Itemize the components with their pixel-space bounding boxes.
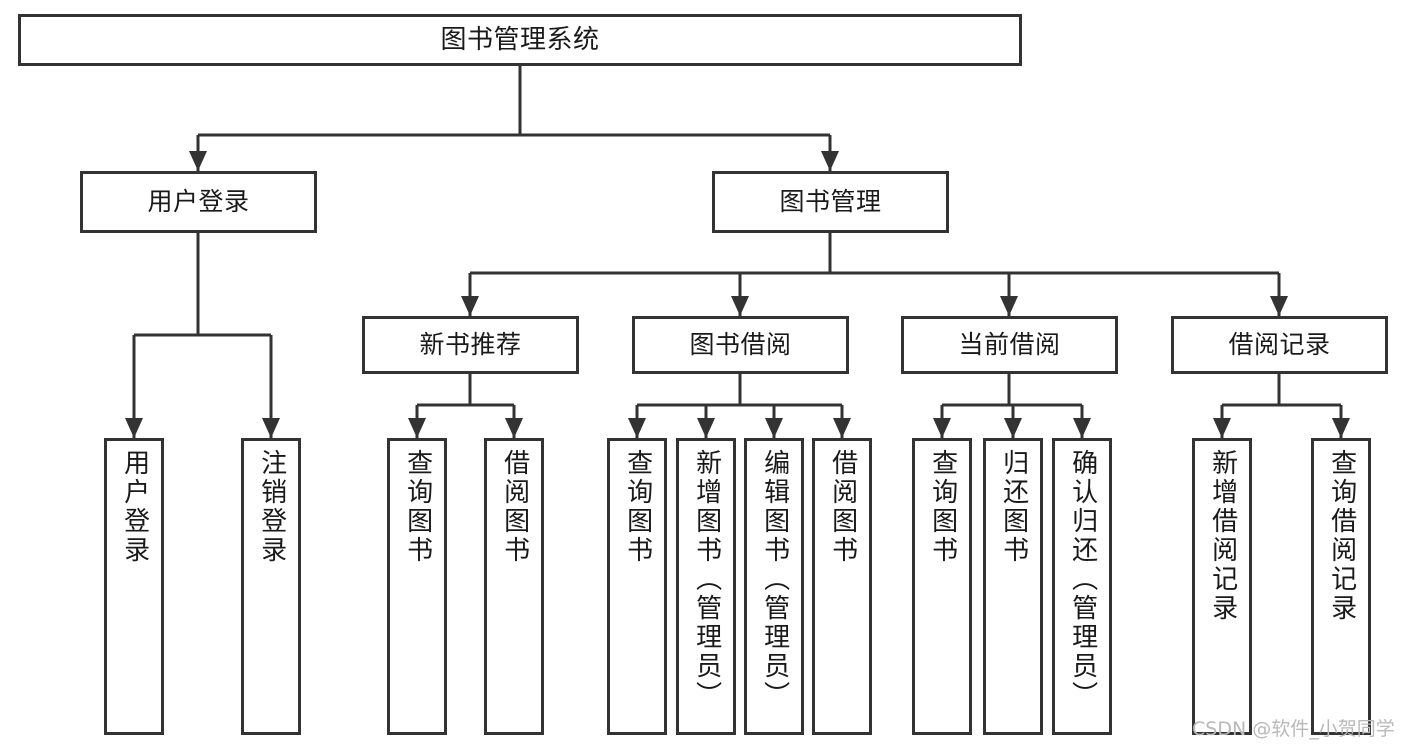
- user-login-to-leaves-arrowhead: [262, 418, 280, 438]
- borrow-to-leaves-arrowhead: [697, 418, 715, 438]
- root-to-level1-arrowhead: [189, 151, 207, 171]
- node-label: 编辑图书（管理员）: [759, 449, 790, 710]
- node-leaf-add-record[interactable]: 新增借阅记录: [1192, 438, 1252, 735]
- node-label: 图书借阅: [689, 330, 792, 360]
- node-leaf-user-login[interactable]: 用户登录: [104, 438, 164, 735]
- node-label: 查询图书: [622, 449, 653, 565]
- node-label: 确认归还（管理员）: [1067, 449, 1098, 710]
- node-label: 查询图书: [402, 449, 433, 565]
- node-label: 图书管理系统: [440, 24, 600, 55]
- node-book-mgmt[interactable]: 图书管理: [712, 171, 949, 233]
- root-to-level1-arrowhead: [821, 151, 839, 171]
- node-book-borrow[interactable]: 图书借阅: [632, 316, 849, 374]
- node-label: 注销登录: [256, 449, 287, 565]
- node-current-loan[interactable]: 当前借阅: [901, 316, 1118, 374]
- current-to-leaves-arrowhead: [1004, 418, 1022, 438]
- node-leaf-query-book-1[interactable]: 查询图书: [387, 438, 447, 735]
- book-mgmt-to-level2-arrowhead: [461, 296, 479, 316]
- node-leaf-user-logout[interactable]: 注销登录: [241, 438, 301, 735]
- node-leaf-borrow-book-2[interactable]: 借阅图书: [812, 438, 872, 735]
- node-label: 新书推荐: [419, 330, 522, 360]
- node-label: 当前借阅: [958, 330, 1061, 360]
- node-label: 查询借阅记录: [1326, 449, 1357, 623]
- book-mgmt-to-level2-arrowhead: [1270, 296, 1288, 316]
- node-leaf-confirm-return[interactable]: 确认归还（管理员）: [1052, 438, 1112, 735]
- newbook-to-leaves-arrowhead: [505, 418, 523, 438]
- book-mgmt-to-level2-arrowhead: [731, 296, 749, 316]
- node-label: 新增借阅记录: [1207, 449, 1238, 623]
- node-leaf-edit-book[interactable]: 编辑图书（管理员）: [744, 438, 804, 735]
- node-label: 用户登录: [147, 187, 250, 217]
- book-mgmt-to-level2-arrowhead: [1000, 296, 1018, 316]
- node-user-login[interactable]: 用户登录: [80, 171, 317, 233]
- node-leaf-borrow-book-1[interactable]: 借阅图书: [484, 438, 544, 735]
- node-root[interactable]: 图书管理系统: [18, 14, 1022, 66]
- current-to-leaves-arrowhead: [933, 418, 951, 438]
- node-label: 借阅图书: [827, 449, 858, 565]
- current-to-leaves-arrowhead: [1073, 418, 1091, 438]
- borrow-to-leaves-arrowhead: [628, 418, 646, 438]
- node-label: 图书管理: [779, 187, 882, 217]
- node-label: 归还图书: [998, 449, 1029, 565]
- borrow-to-leaves-arrowhead: [765, 418, 783, 438]
- node-leaf-query-record[interactable]: 查询借阅记录: [1311, 438, 1371, 735]
- record-to-leaves-arrowhead: [1332, 418, 1350, 438]
- newbook-to-leaves-arrowhead: [408, 418, 426, 438]
- user-login-to-leaves-arrowhead: [125, 418, 143, 438]
- node-loan-record[interactable]: 借阅记录: [1171, 316, 1388, 374]
- csdn-watermark: CSDN @软件_小贺同学: [1192, 718, 1395, 740]
- node-leaf-query-book-2[interactable]: 查询图书: [607, 438, 667, 735]
- node-label: 用户登录: [119, 449, 150, 565]
- node-new-book-rec[interactable]: 新书推荐: [362, 316, 579, 374]
- node-label: 借阅图书: [499, 449, 530, 565]
- node-label: 新增图书（管理员）: [691, 449, 722, 710]
- record-to-leaves-arrowhead: [1213, 418, 1231, 438]
- node-leaf-add-book[interactable]: 新增图书（管理员）: [676, 438, 736, 735]
- node-leaf-query-book-3[interactable]: 查询图书: [912, 438, 972, 735]
- node-label: 查询图书: [927, 449, 958, 565]
- node-leaf-return-book[interactable]: 归还图书: [983, 438, 1043, 735]
- borrow-to-leaves-arrowhead: [833, 418, 851, 438]
- node-label: 借阅记录: [1228, 330, 1331, 360]
